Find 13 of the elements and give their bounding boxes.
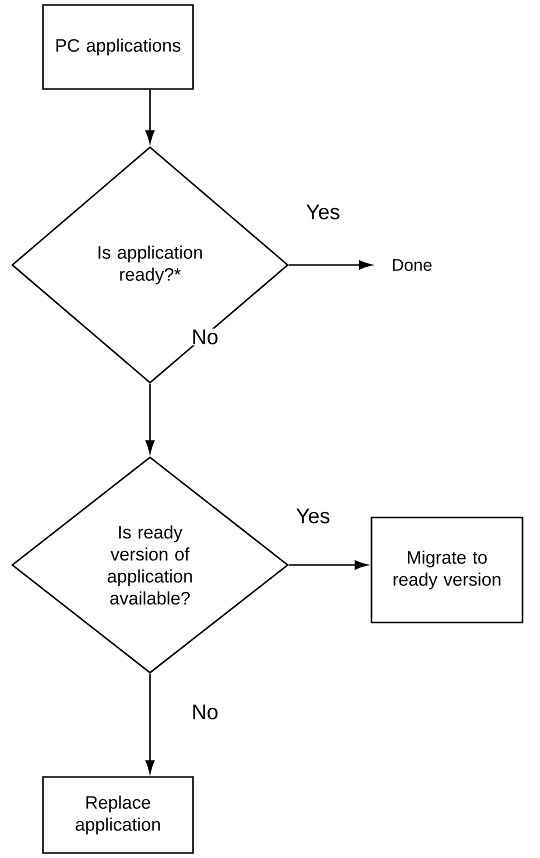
process-box: Migrate to ready version	[370, 516, 524, 624]
arrow	[145, 674, 155, 774]
arrow	[288, 260, 372, 270]
edge-label: Yes	[304, 204, 342, 220]
arrow	[145, 384, 155, 454]
edge-label: No	[190, 704, 220, 720]
process-box: PC applications	[42, 4, 194, 90]
arrow	[145, 90, 155, 144]
edge-label: Yes	[294, 508, 332, 524]
terminal-text: Done	[393, 259, 432, 271]
edge-label: No	[190, 328, 220, 346]
process-box: Replace application	[42, 776, 194, 854]
arrow	[288, 560, 368, 570]
